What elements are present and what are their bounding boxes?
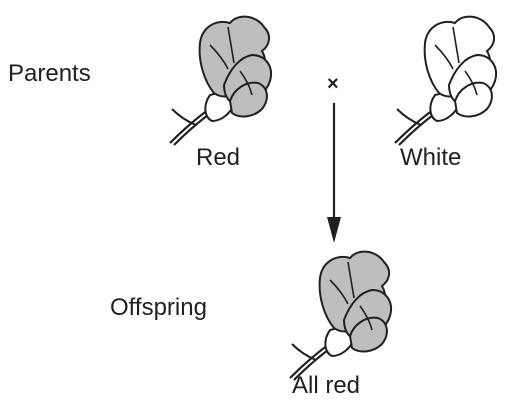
white-parent-flower: [395, 17, 496, 145]
offspring-result-label: All red: [292, 374, 360, 398]
parents-label: Parents: [8, 62, 91, 86]
offspring-label: Offspring: [110, 296, 207, 320]
red-parent-flower: [170, 17, 271, 145]
white-parent-label: White: [400, 146, 461, 170]
red-parent-label: Red: [196, 146, 240, 170]
offspring-flower: [290, 252, 391, 380]
cross-arrow-head: [327, 217, 341, 243]
cross-symbol: ×: [327, 74, 339, 94]
